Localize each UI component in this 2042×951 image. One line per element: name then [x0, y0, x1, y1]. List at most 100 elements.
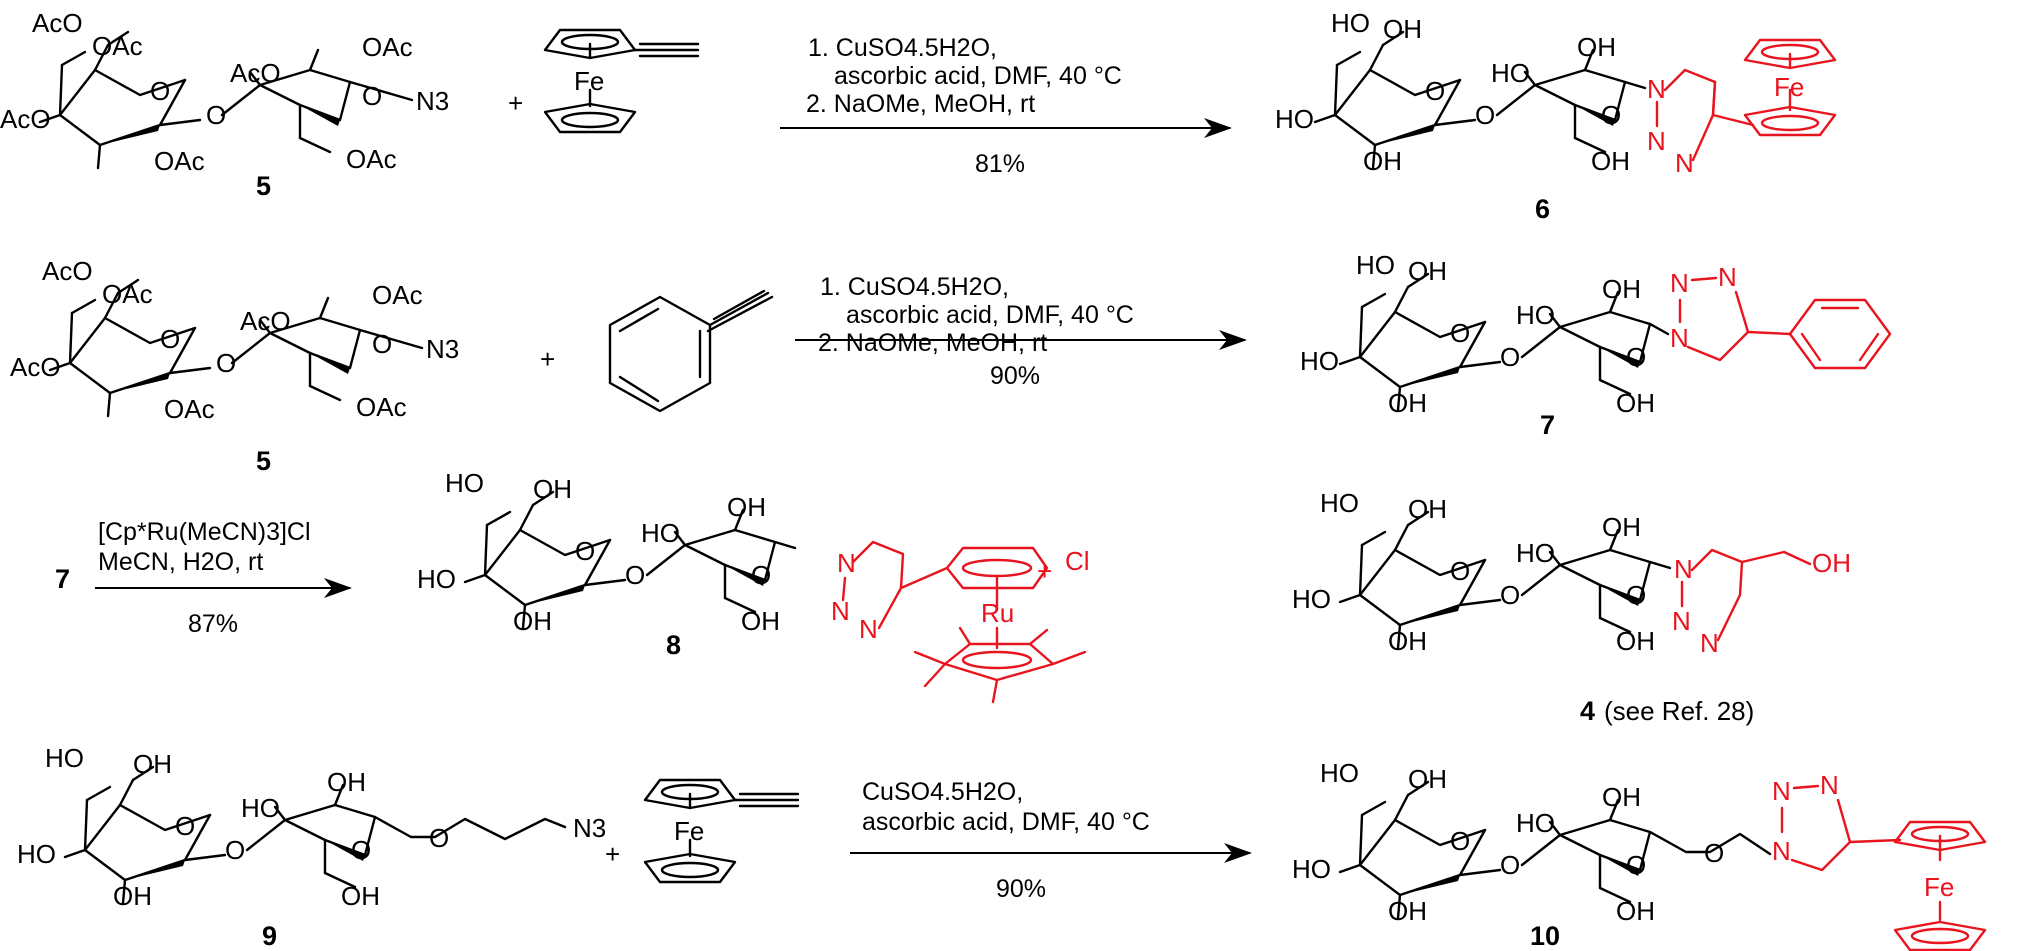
atom-label: N: [1820, 770, 1839, 800]
atom-label: O: [751, 560, 771, 590]
atom-label: O: [1500, 342, 1520, 372]
atom-label: O: [625, 560, 645, 590]
atom-label: N: [1772, 776, 1791, 806]
atom-label: OAc: [356, 392, 407, 422]
condition-step1: 1. CuSO4.5H2O,: [820, 273, 1009, 301]
atom-label: OH: [133, 749, 172, 779]
atom-label-fe: Fe: [1924, 872, 1954, 902]
compound-number-9: 9: [262, 921, 277, 951]
atom-label: OH: [1388, 626, 1427, 656]
atom-label: HO: [45, 743, 84, 773]
atom-label: O: [1450, 318, 1470, 348]
atom-label-ru: Ru: [981, 598, 1014, 628]
compound-4: HO OH HO O OH O HO OH O OH N N N OH: [1292, 488, 1851, 658]
compound-number-6: 6: [1535, 194, 1550, 224]
atom-label: OAc: [92, 31, 143, 61]
atom-label: OH: [1363, 146, 1402, 176]
atom-label: OH: [1812, 548, 1851, 578]
atom-label: HO: [641, 518, 680, 548]
atom-label: AcO: [0, 104, 51, 134]
atom-label: HO: [1331, 8, 1370, 38]
atom-label: O: [225, 835, 245, 865]
atom-label: HO: [1516, 300, 1555, 330]
atom-label: OH: [341, 881, 380, 911]
atom-label: HO: [1275, 104, 1314, 134]
atom-label: OAc: [164, 394, 215, 424]
yield: 90%: [996, 875, 1046, 903]
atom-label: OAc: [346, 144, 397, 174]
compound-9: HO OH HO O OH O HO OH O OH O N3: [17, 743, 606, 911]
condition-step1b: ascorbic acid, DMF, 40 °C: [834, 62, 1122, 90]
ethynylferrocene-row1: Fe: [543, 28, 700, 134]
atom-label: OH: [1616, 626, 1655, 656]
atom-label: O: [1450, 556, 1470, 586]
atom-label: OH: [1388, 896, 1427, 926]
atom-label: N3: [416, 86, 449, 116]
atom-label: HO: [1300, 346, 1339, 376]
atom-label: O: [1500, 580, 1520, 610]
compound-number-7-start: 7: [55, 564, 70, 594]
atom-label: N: [1647, 126, 1666, 156]
compound-number-8: 8: [666, 630, 681, 660]
compound-number-7: 7: [1540, 410, 1555, 440]
compound-6: HO OH HO O OH O HO OH O OH N N N Fe: [1275, 8, 1837, 178]
atom-label: HO: [1356, 250, 1395, 280]
condition-step1b: ascorbic acid, DMF, 40 °C: [862, 808, 1150, 836]
atom-label: N3: [426, 334, 459, 364]
condition-step1b: ascorbic acid, DMF, 40 °C: [846, 301, 1134, 329]
atom-label: OH: [1408, 764, 1447, 794]
atom-label: N: [1718, 262, 1737, 292]
atom-label: AcO: [240, 306, 291, 336]
atom-label: OH: [727, 492, 766, 522]
atom-label: OH: [327, 767, 366, 797]
atom-label: HO: [445, 468, 484, 498]
atom-label: O: [1626, 580, 1646, 610]
atom-label: OH: [1383, 14, 1422, 44]
atom-label-fe: Fe: [1774, 72, 1804, 102]
atom-label: O: [1500, 850, 1520, 880]
atom-label: HO: [1516, 538, 1555, 568]
atom-label: HO: [17, 839, 56, 869]
atom-label: N: [1670, 323, 1689, 353]
atom-label: O: [175, 811, 195, 841]
atom-label: O: [1450, 826, 1470, 856]
atom-label: O: [1601, 100, 1621, 130]
plus-sign: +: [508, 88, 523, 118]
compound-10: HO OH HO O OH O HO OH O OH O N N N Fe: [1292, 758, 1987, 951]
plus-sign: +: [605, 839, 620, 869]
superscript-plus: +: [1037, 556, 1052, 586]
atom-label: OH: [1602, 782, 1641, 812]
solvent: MeCN, H2O, rt: [98, 548, 263, 576]
condition-step2: 2. NaOMe, MeOH, rt: [818, 329, 1047, 357]
phenylacetylene: [608, 289, 774, 413]
reaction-arrow-4: CuSO4.5H2O, ascorbic acid, DMF, 40 °C 90…: [850, 778, 1252, 903]
condition-step1: 1. CuSO4.5H2O,: [808, 34, 997, 62]
atom-label: HO: [1292, 584, 1331, 614]
atom-label: O: [150, 76, 170, 106]
atom-label: HO: [1516, 808, 1555, 838]
atom-label: O: [1626, 850, 1646, 880]
atom-label: N3: [573, 813, 606, 843]
atom-label: OH: [741, 606, 780, 636]
compound-5-row2: AcO OAc AcO O OAc O AcO OAc O N3 OAc: [10, 256, 459, 424]
atom-label: OH: [533, 474, 572, 504]
ethynylferrocene-row4: Fe: [643, 778, 800, 884]
atom-label: AcO: [42, 256, 93, 286]
atom-label: AcO: [32, 8, 83, 38]
atom-label: OH: [1408, 494, 1447, 524]
atom-label: N: [837, 548, 856, 578]
atom-label: OAc: [362, 32, 413, 62]
atom-label: O: [429, 823, 449, 853]
atom-label: OH: [1577, 32, 1616, 62]
condition-step2: 2. NaOMe, MeOH, rt: [806, 90, 1035, 118]
atom-label: OH: [1616, 896, 1655, 926]
atom-label: HO: [1320, 758, 1359, 788]
atom-label: N: [1772, 836, 1791, 866]
compound-4-note: (see Ref. 28): [1604, 696, 1754, 726]
condition-step1: CuSO4.5H2O,: [862, 778, 1023, 806]
atom-label: HO: [1320, 488, 1359, 518]
atom-label: OAc: [372, 280, 423, 310]
atom-label: O: [1425, 76, 1445, 106]
atom-label: N: [1674, 554, 1693, 584]
